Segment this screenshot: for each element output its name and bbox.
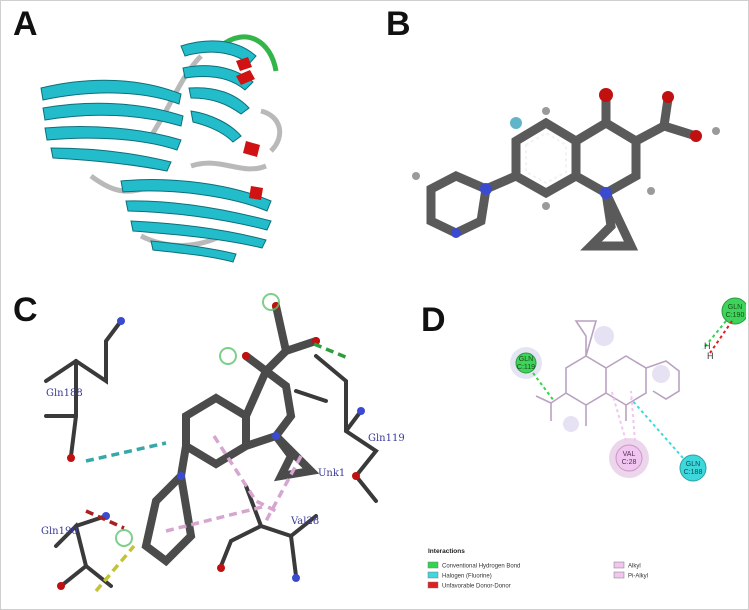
legend-item: Conventional Hydrogen Bond [427, 561, 520, 570]
residue-label-gln190: Gln190 [41, 526, 78, 537]
residue-label-unk: Unk1 [318, 468, 345, 479]
d-label-val28-chain: C:28 [622, 459, 637, 466]
d-label-val28-res: VAL [623, 451, 636, 458]
legend-item-label: Pi-Alkyl [628, 574, 648, 580]
panel-b-ligand-sticks [412, 88, 720, 251]
d-label-gln119-res: GLN [519, 356, 533, 363]
panel-a-label: A [13, 5, 38, 43]
panel-d-2d-diagram: H H GLN C:119 GLN C:190 VAL C:28 GLN C:1… [510, 297, 746, 482]
residue-label-val28: Val28 [290, 516, 319, 527]
legend-item: Alkyl [613, 561, 641, 570]
residue-label-gln119: Gln119 [368, 433, 405, 444]
panel-c-3d-interactions: Gln188 Gln119 Unk1 Val28 Gln190 [41, 293, 405, 593]
d-label-gln190-chain: C:190 [726, 312, 745, 319]
legend-item: Pi-Alkyl [613, 571, 648, 580]
residue-halo-gln188 [679, 454, 707, 482]
legend-swatch [427, 561, 439, 569]
interactions-legend: Interactions Conventional Hydrogen Bond … [427, 548, 648, 590]
panel-c-label: C [13, 291, 38, 329]
atom-label-h1: H [704, 341, 711, 351]
legend-item-label: Alkyl [628, 564, 641, 570]
legend-title: Interactions [428, 548, 465, 555]
legend-item: Unfavorable Donor-Donor [427, 581, 511, 590]
d-label-gln190-res: GLN [728, 304, 742, 311]
residue-label-gln188: Gln188 [46, 388, 83, 399]
panel-b-label: B [386, 5, 411, 43]
residue-halo-gln190 [721, 297, 746, 325]
legend-swatch [427, 581, 439, 589]
legend-item-label: Unfavorable Donor-Donor [442, 584, 511, 590]
panel-a-protein-ribbon [40, 34, 283, 263]
d-label-gln188-chain: C:188 [684, 469, 703, 476]
legend-swatch [613, 561, 625, 569]
legend-item-label: Conventional Hydrogen Bond [442, 564, 520, 570]
atom-label-h2: H [707, 351, 714, 361]
panel-d-label: D [421, 301, 446, 339]
legend-swatch [613, 571, 625, 579]
legend-item: Halogen (Fluorine) [427, 571, 492, 580]
d-label-gln119-chain: C:119 [517, 364, 535, 371]
legend-item-label: Halogen (Fluorine) [442, 574, 492, 580]
d-label-gln188-res: GLN [686, 461, 700, 468]
legend-swatch [427, 571, 439, 579]
